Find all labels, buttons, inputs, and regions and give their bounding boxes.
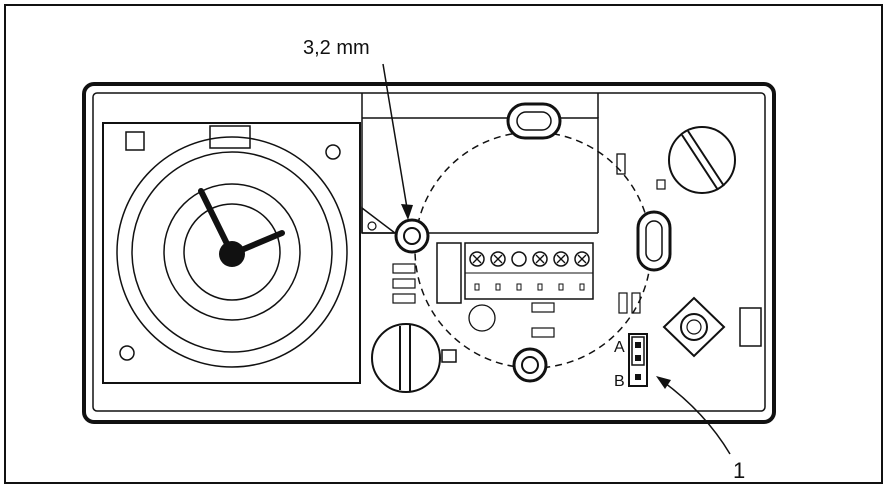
x-screw-icon	[553, 251, 569, 291]
clock-module	[102, 122, 361, 384]
resistor-3	[392, 293, 416, 304]
terminal-screws	[469, 251, 590, 291]
jumper-label-b: B	[614, 373, 625, 390]
hole-size-label: 3,2 mm	[303, 37, 370, 59]
clock-screw-hole-top	[325, 144, 341, 160]
x-screw-icon	[532, 251, 548, 291]
mounting-circle	[414, 131, 652, 369]
bottom-mounting-hole	[512, 347, 548, 383]
jumper-label-a: A	[614, 339, 625, 356]
component-mid	[531, 302, 555, 313]
hole-size-arrowhead	[401, 204, 413, 220]
x-screw-icon	[469, 251, 485, 291]
jumper-header	[628, 333, 648, 387]
tamper-switch	[662, 296, 726, 358]
clock-dial-center-ring	[183, 203, 281, 301]
jumper-cap	[631, 336, 645, 366]
small-component	[616, 153, 626, 175]
clock-dial-outer	[116, 136, 348, 368]
mounting-hole-3-2mm	[394, 218, 430, 254]
callout-label: 1	[733, 458, 745, 483]
resistor-1	[392, 263, 416, 274]
diode-1	[618, 292, 628, 314]
relay-block	[436, 242, 462, 304]
recess-notch	[361, 206, 398, 234]
right-mounting-slot	[636, 210, 672, 272]
x-screw-icon	[490, 251, 506, 291]
component-lower	[531, 327, 555, 338]
top-mounting-slot	[506, 102, 562, 140]
diode-2	[631, 292, 641, 314]
bottom-knob	[371, 323, 457, 393]
callout-arrowhead	[656, 376, 671, 389]
blank-terminal	[511, 251, 527, 291]
callout-pointer	[660, 379, 731, 455]
capacitor	[468, 304, 496, 332]
clock-hands-icon	[198, 188, 285, 267]
clock-corner-tab	[125, 131, 145, 151]
upper-recess	[361, 93, 599, 234]
device-inner-edge	[92, 92, 766, 412]
top-right-knob	[656, 126, 736, 194]
hole-size-pointer	[382, 63, 409, 215]
clock-screw-hole-bottom	[119, 345, 135, 361]
clock-latch	[209, 125, 251, 149]
side-tab	[739, 307, 762, 347]
device-housing	[82, 82, 776, 424]
clock-panel	[102, 122, 361, 384]
x-screw-icon	[574, 251, 590, 291]
figure-frame	[4, 4, 883, 484]
clock-dial-ring	[131, 151, 333, 353]
resistor-2	[392, 278, 416, 289]
clock-dial-inner	[163, 183, 301, 321]
terminal-block	[464, 242, 594, 300]
